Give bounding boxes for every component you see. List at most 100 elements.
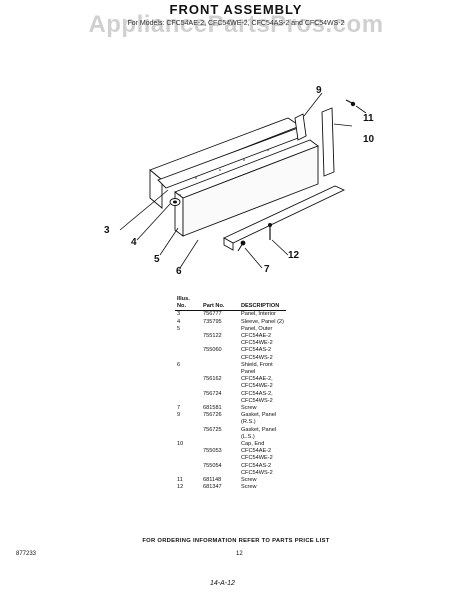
illus-cell xyxy=(175,376,201,383)
illus-cell xyxy=(175,369,201,376)
callout-5: 5 xyxy=(154,254,160,265)
table-row: 756724 CFC54AS-2, xyxy=(175,391,286,398)
leader-11 xyxy=(355,105,367,114)
illus-cell: 10 xyxy=(177,441,184,448)
screw-11 xyxy=(345,99,356,107)
callout-6: 6 xyxy=(176,266,182,277)
part-cell xyxy=(201,441,239,448)
table-row: CFC54WS-2 xyxy=(175,355,286,362)
table-row: CFC54WE-2 xyxy=(175,340,286,347)
header-part-no: Part No. xyxy=(201,296,239,312)
description-cell: Gasket, Panel xyxy=(241,426,277,433)
watermark: AppliancePartsPros.com xyxy=(88,11,384,38)
part-cell xyxy=(201,326,239,333)
description-cell: CFC54WE-2 xyxy=(241,455,273,462)
leader-4 xyxy=(136,203,171,241)
part-cell: 755053 xyxy=(203,448,222,455)
illus-cell xyxy=(175,391,201,398)
illus-cell: 9 xyxy=(177,412,181,419)
part-cell: 756726 xyxy=(203,412,222,419)
table-row: 10 Cap, End xyxy=(175,441,286,448)
part-cell xyxy=(201,362,239,369)
description-cell: CFC54WE-2 xyxy=(241,340,273,347)
callout-9: 9 xyxy=(316,85,322,96)
leader-5 xyxy=(159,227,179,256)
screw-7 xyxy=(237,240,246,252)
callout-10: 10 xyxy=(363,134,375,145)
description-cell: (R.S.) xyxy=(241,419,256,426)
description-cell: CFC54AE-2 xyxy=(241,333,272,340)
part-cell: 756724 xyxy=(203,390,222,397)
part-cell: 735795 xyxy=(203,318,222,325)
table-row: CFC54WE-2 xyxy=(175,383,286,390)
illus-cell xyxy=(175,355,201,362)
illus-cell xyxy=(175,470,201,477)
description-cell: Gasket, Panel xyxy=(241,412,277,419)
outer-panel-top xyxy=(182,145,319,237)
part-cell xyxy=(201,419,239,426)
illus-cell xyxy=(175,340,201,347)
document-number: 877233 xyxy=(16,551,37,557)
part-cell: 755122 xyxy=(203,333,222,340)
description-cell: Shield, Front xyxy=(241,361,273,368)
exploded-diagram xyxy=(119,92,367,269)
screw-12 xyxy=(268,223,272,240)
table-row: 755122 CFC54AE-2 xyxy=(175,333,286,340)
illus-cell xyxy=(175,427,201,434)
description-cell: Screw xyxy=(241,405,257,412)
panel-gasket xyxy=(294,113,307,141)
callout-7: 7 xyxy=(264,264,270,275)
callout-4: 4 xyxy=(131,237,137,248)
part-cell xyxy=(201,470,239,477)
table-row: 12 681347 Screw xyxy=(175,484,286,491)
illus-cell: 11 xyxy=(177,477,183,484)
part-cell: 756162 xyxy=(203,376,222,383)
illus-cell: 3 xyxy=(177,311,181,318)
callout-11: 11 xyxy=(363,113,374,124)
illus-cell xyxy=(175,448,201,455)
illus-cell: 12 xyxy=(177,484,184,491)
part-cell xyxy=(201,455,239,462)
callout-3: 3 xyxy=(104,225,110,236)
description-cell: CFC54WS-2 xyxy=(241,469,273,476)
part-cell: 681347 xyxy=(203,484,222,491)
illus-cell xyxy=(175,463,201,470)
leader-10 xyxy=(333,123,353,127)
table-row: Panel xyxy=(175,369,286,376)
table-row: CFC54WS-2 xyxy=(175,470,286,477)
leader-7 xyxy=(244,247,263,269)
description-cell: Screw xyxy=(241,484,257,491)
part-cell: 755060 xyxy=(203,347,222,354)
part-cell xyxy=(201,355,239,362)
table-row: (L.S.) xyxy=(175,434,286,441)
description-cell: CFC54AS-2, xyxy=(241,390,273,397)
illus-cell xyxy=(175,434,201,441)
description-cell: Cap, End xyxy=(241,441,265,448)
header-illus-no: Illus. No. xyxy=(175,296,201,312)
panel-sleeve xyxy=(169,198,181,206)
part-cell: 681148 xyxy=(203,477,222,484)
description-cell: (L.S.) xyxy=(241,433,255,440)
illus-cell xyxy=(175,419,201,426)
table-row: 756162 CFC54AE-2, xyxy=(175,376,286,383)
description-cell: Screw xyxy=(241,477,257,484)
description-cell: CFC54AE-2, xyxy=(241,376,273,383)
trim-channel-side xyxy=(223,237,234,251)
table-row: 9 756726 Gasket, Panel xyxy=(175,412,286,419)
parts-table-header: Illus. No. Part No. DESCRIPTION xyxy=(175,296,286,312)
description-cell: Panel, Interior xyxy=(241,311,276,318)
part-cell xyxy=(201,369,239,376)
part-cell xyxy=(201,434,239,441)
illus-cell xyxy=(175,347,201,354)
ordering-note: FOR ORDERING INFORMATION REFER TO PARTS … xyxy=(142,538,330,544)
table-row: CFC54WE-2 xyxy=(175,455,286,462)
part-cell xyxy=(201,398,239,405)
part-cell xyxy=(201,340,239,347)
leader-12 xyxy=(271,239,289,256)
